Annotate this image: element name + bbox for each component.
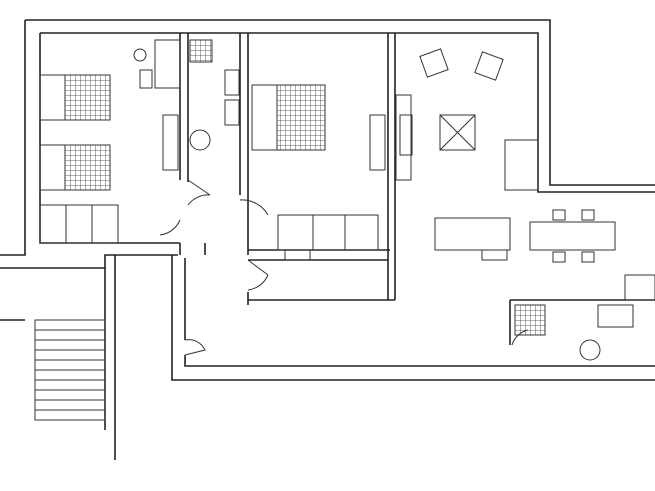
interior-walls [179, 33, 396, 305]
doors [159, 179, 529, 356]
living-room-furniture [395, 48, 616, 263]
bathroom-fixtures [189, 39, 240, 151]
staircase [34, 255, 116, 460]
bedroom-1-furniture [39, 39, 181, 244]
outer-walls [0, 19, 655, 381]
kitchen-furniture [509, 274, 655, 361]
bedroom-2-furniture [251, 84, 386, 261]
